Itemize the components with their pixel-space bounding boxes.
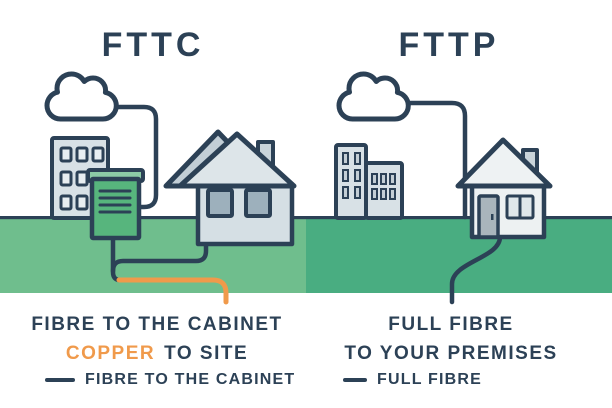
fttc-caption: FIBRE TO THE CABINET COPPER TO SITE <box>4 310 310 368</box>
fttc-cloud-icon <box>47 74 116 119</box>
copper-highlight: COPPER <box>65 343 156 364</box>
fttc-title: FTTC <box>101 26 205 64</box>
fibre-line-swatch <box>45 378 75 382</box>
street-cabinet-icon <box>86 168 145 241</box>
fttc-house-icon <box>163 129 297 247</box>
legend-full-fibre-label: FULL FIBRE <box>377 371 483 388</box>
fttp-cloud-icon <box>339 74 408 119</box>
fttc-caption-line2: COPPER TO SITE <box>4 339 310 368</box>
fttp-buildings-icon <box>334 143 404 220</box>
fttp-house-cable <box>449 234 503 305</box>
copper-cable <box>116 277 229 305</box>
fttc-caption-line1: FIBRE TO THE CABINET <box>31 314 283 335</box>
legend-fibre-to-cabinet: FIBRE TO THE CABINET <box>45 371 295 389</box>
fttc-caption-line2-rest: TO SITE <box>164 343 249 364</box>
fttp-title: FTTP <box>398 26 500 64</box>
fttp-caption-line1: FULL FIBRE <box>388 314 514 335</box>
legend-full-fibre: FULL FIBRE <box>343 371 482 389</box>
full-fibre-line-swatch <box>343 378 367 382</box>
fttp-fibre-cable <box>403 100 468 220</box>
legend-fibre-label: FIBRE TO THE CABINET <box>85 371 296 388</box>
fttp-house-icon <box>455 137 553 240</box>
fttp-caption: FULL FIBRE TO YOUR PREMISES <box>298 310 604 368</box>
fttc-fibre-cable <box>111 104 159 210</box>
fttp-caption-line2: TO YOUR PREMISES <box>344 343 558 364</box>
